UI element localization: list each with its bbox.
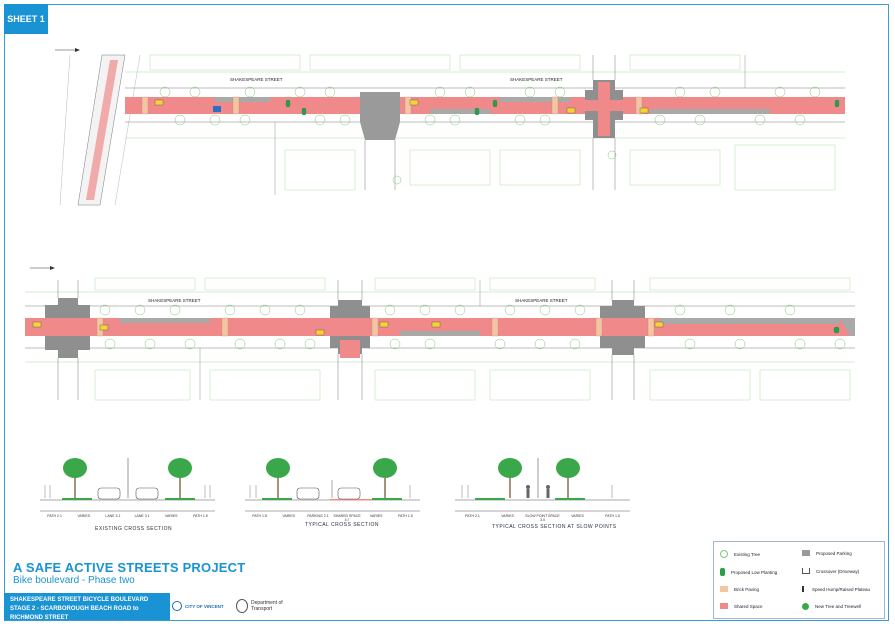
legend: Existing Tree Proposed Low Planting Bric… — [713, 541, 885, 619]
dimension-label: SLOW POINT SPACE 3.0 — [525, 514, 560, 522]
shared-space-icon — [720, 603, 728, 609]
city-logo: CITY OF VINCENT — [172, 595, 230, 617]
dimension-label: PATH 1.5 — [193, 514, 208, 518]
dimension-label: VARIES — [164, 514, 178, 518]
new-tree-icon — [802, 603, 809, 610]
cross-section-title-2: TYPICAL CROSS SECTION — [305, 522, 379, 528]
dimension-label: VARIES — [282, 514, 296, 518]
existing-trees-top — [159, 86, 821, 185]
legend-item-existing-tree: Existing Tree — [720, 550, 760, 558]
north-arrow-top — [55, 48, 80, 52]
top-street-label-2: SHAKESPEARE STREET — [510, 77, 563, 82]
cross-section-title-1: EXISTING CROSS SECTION — [95, 526, 173, 532]
project-info-bar: SHAKESPEARE STREET BICYCLE BOULEVARD STA… — [4, 593, 170, 621]
brick-paving-icon — [720, 586, 728, 592]
legend-item-crossover: Crossover (Driveway) — [802, 568, 859, 574]
dimension-label: VARIES — [369, 514, 383, 518]
project-info-line-1: SHAKESPEARE STREET BICYCLE BOULEVARD — [10, 597, 149, 603]
dimension-label: PARKING 2.1 — [307, 514, 329, 518]
legend-item-parking: Proposed Parking — [802, 550, 852, 556]
cross-section-existing — [40, 458, 215, 512]
low-planting-icon — [720, 568, 725, 576]
dimension-label: LANE 3.1 — [134, 514, 150, 518]
project-title: A SAFE ACTIVE STREETS PROJECT — [13, 560, 246, 575]
city-emblem-icon — [172, 601, 182, 611]
legend-item-brick-paving: Brick Paving — [720, 586, 759, 592]
cross-section-title-3: TYPICAL CROSS SECTION AT SLOW POINTS — [492, 524, 617, 530]
government-crest-icon — [236, 599, 248, 613]
dimension-label: VARIES — [77, 514, 91, 518]
parking-icon — [802, 550, 810, 556]
bottom-plan — [25, 266, 855, 401]
sheet-border — [4, 4, 889, 621]
legend-item-low-planting: Proposed Low Planting — [720, 568, 777, 576]
department-logo: Department of Transport — [236, 595, 296, 617]
diagonal-shared-space — [86, 60, 118, 200]
top-plan — [55, 48, 845, 206]
existing-trees-bottom — [99, 304, 846, 350]
project-info-line-2: STAGE 2 - SCARBOROUGH BEACH ROAD to RICH… — [10, 606, 139, 621]
cross-section-slow-points — [455, 458, 630, 512]
speed-hump-icon — [802, 586, 806, 592]
dimension-label: LANE 3.1 — [105, 514, 121, 518]
dimension-label: PATH 1.5 — [398, 514, 413, 518]
project-subtitle: Bike boulevard - Phase two — [13, 575, 135, 586]
dimension-label: PATH 2.1 — [47, 514, 62, 518]
top-street-label-1: SHAKESPEARE STREET — [230, 77, 283, 82]
legend-item-new-tree: New Tree and Treewell — [802, 603, 861, 610]
dimension-label: PATH 1.8 — [252, 514, 267, 518]
city-logo-text: CITY OF VINCENT — [185, 603, 224, 609]
department-logo-text: Department of Transport — [250, 600, 283, 612]
sheet-label: SHEET 1 — [4, 4, 48, 34]
dimension-label: VARIES — [501, 514, 514, 518]
north-arrow-bottom — [30, 266, 55, 270]
bottom-street-label-1: SHAKESPEARE STREET — [148, 298, 201, 303]
dimension-label: VARIES — [571, 514, 584, 518]
existing-tree-icon — [720, 550, 728, 558]
dimension-label: PATH 2.1 — [465, 514, 480, 518]
cross-section-typical — [245, 458, 420, 512]
legend-item-speed-hump: Speed Hump/Raised Plateau — [802, 586, 870, 592]
crossover-icon — [802, 568, 810, 574]
legend-item-shared-space: Shared Space — [720, 603, 763, 609]
dimension-label: SHARED SPACE 4.7 — [333, 514, 361, 522]
bottom-street-label-2: SHAKESPEARE STREET — [515, 298, 568, 303]
dimension-label: PATH 1.5 — [605, 514, 620, 518]
